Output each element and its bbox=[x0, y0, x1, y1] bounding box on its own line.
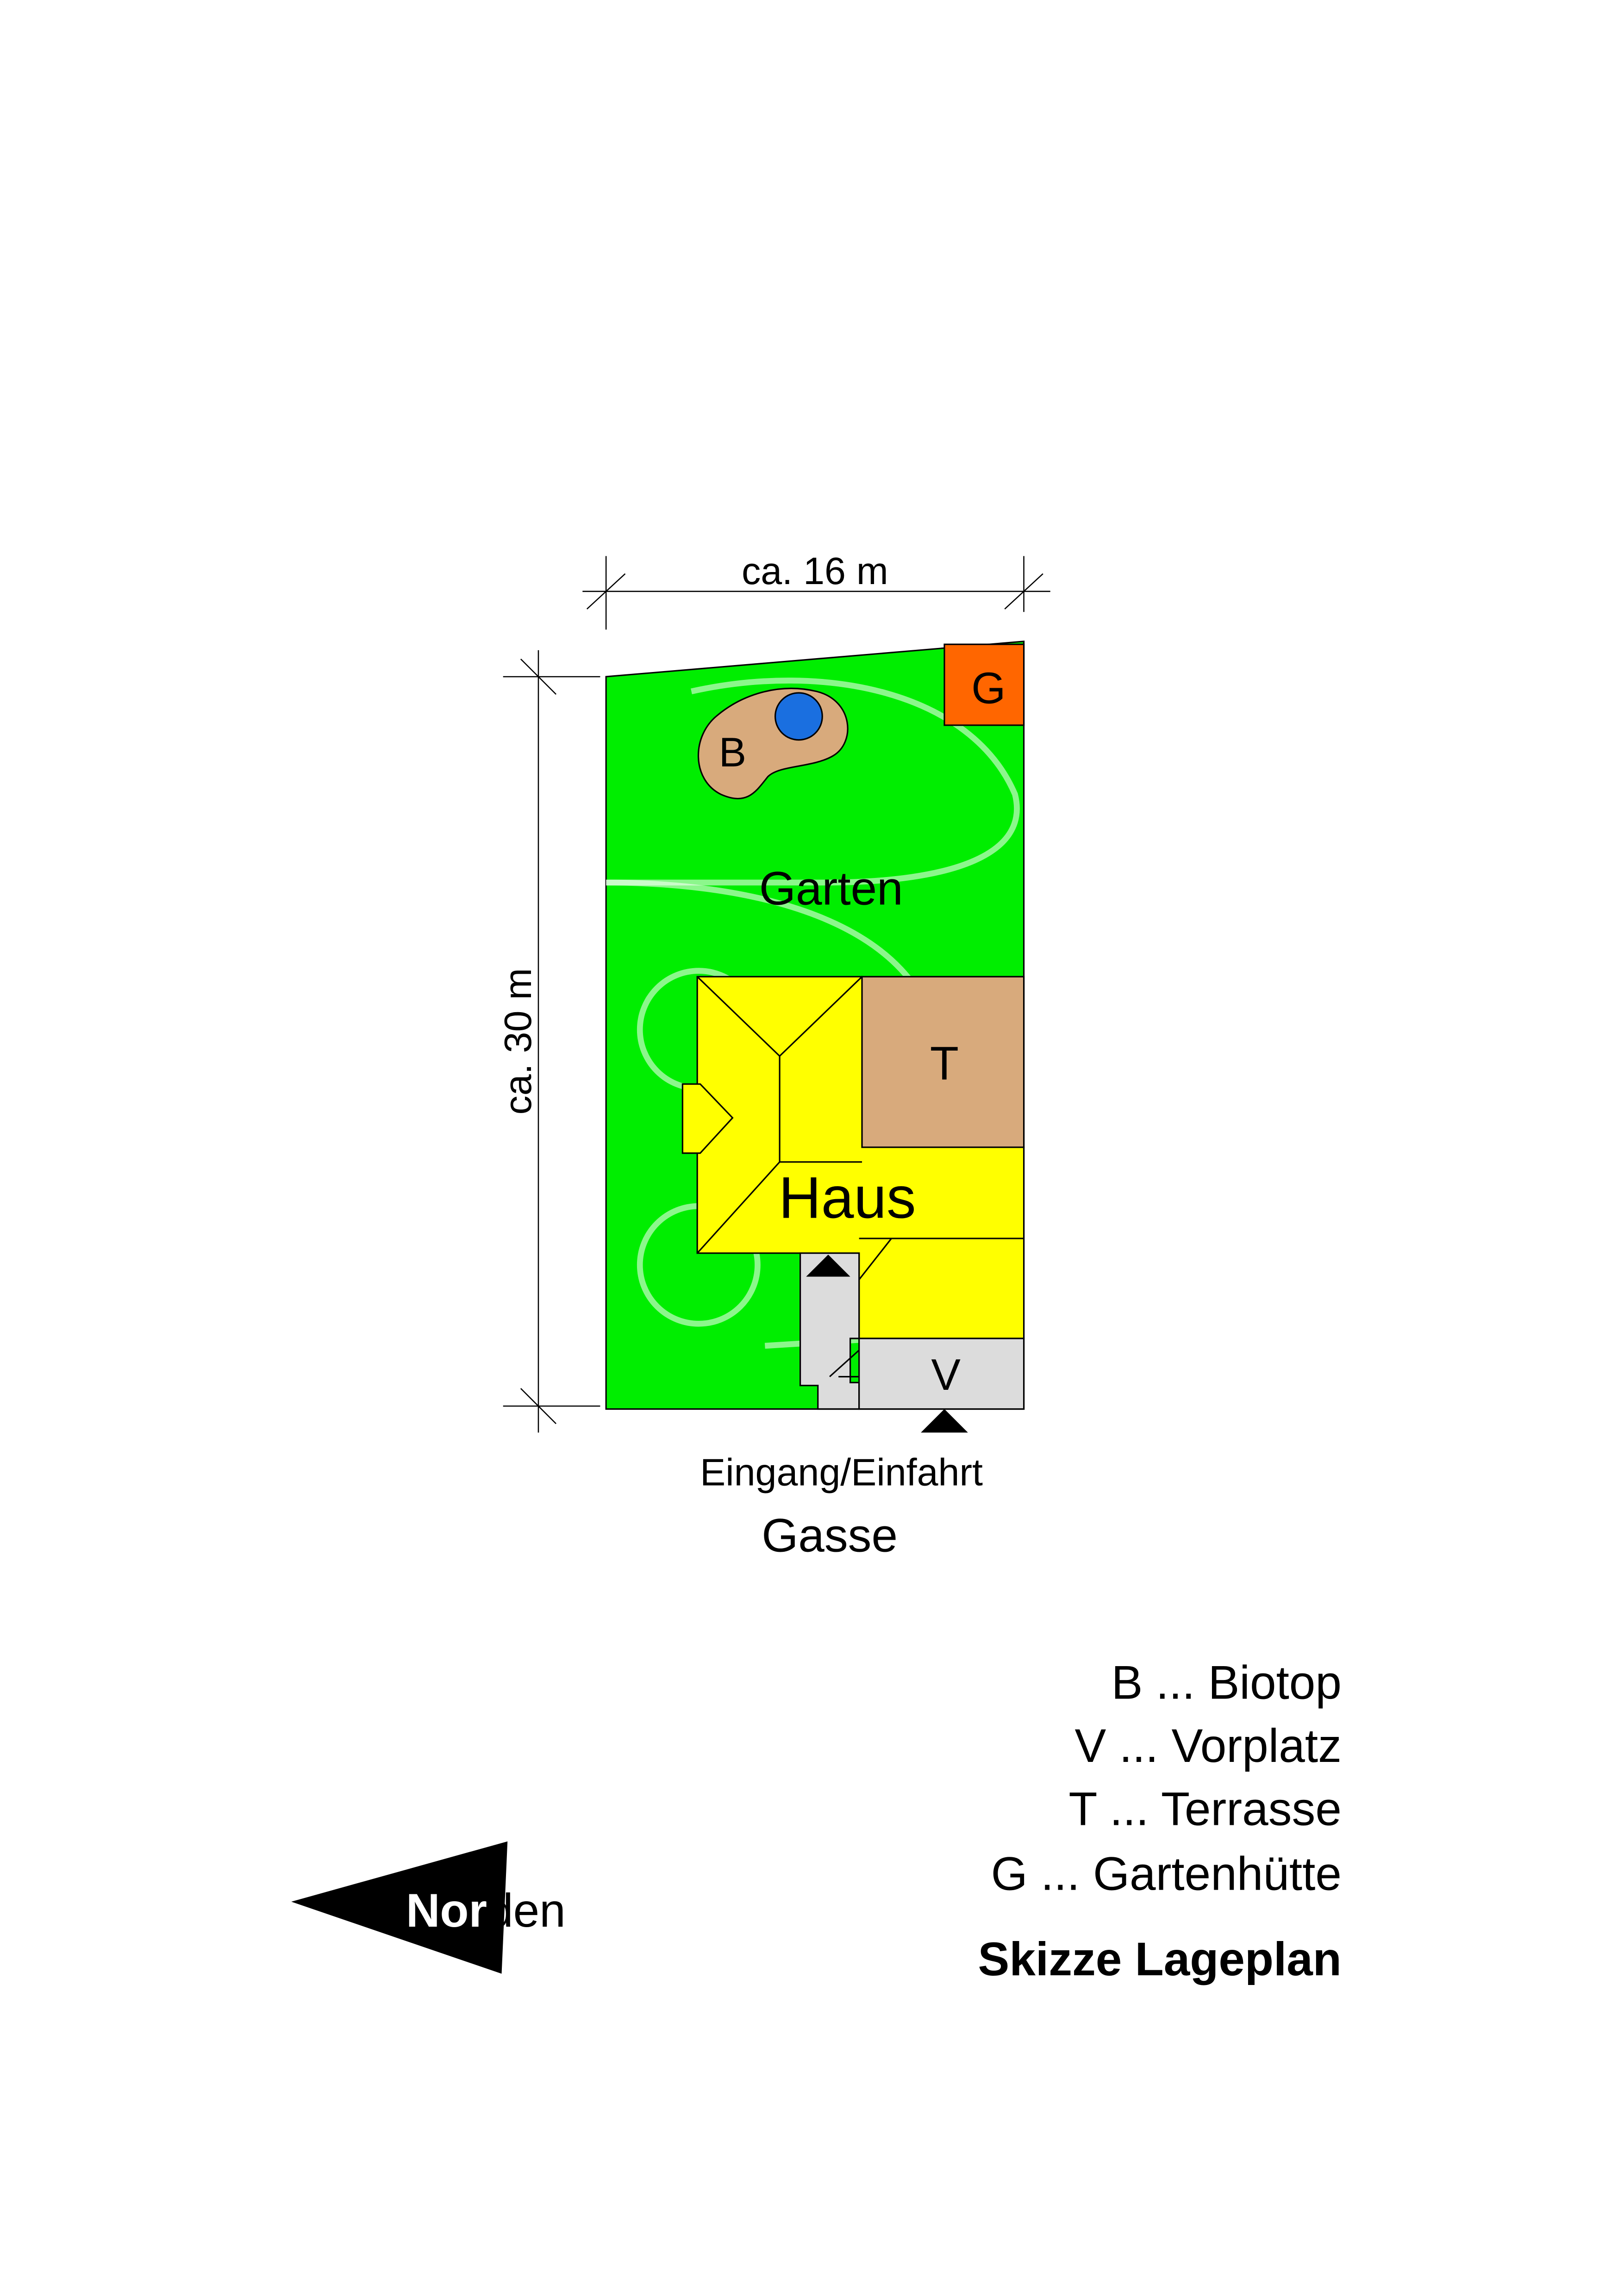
width-tick-right bbox=[1004, 573, 1043, 610]
swirl-line-top bbox=[606, 678, 1020, 886]
width-label: ca. 16 m bbox=[742, 549, 888, 592]
north-arrow-icon bbox=[291, 1841, 508, 1974]
terrace-area bbox=[861, 976, 1025, 1148]
north-label-bold: Nor bbox=[406, 1884, 487, 1937]
roof-hip-right bbox=[779, 976, 863, 1057]
roof-hip-left bbox=[697, 976, 781, 1057]
roof-lines bbox=[696, 976, 1024, 1280]
legend-item-biotop: B ... Biotop bbox=[1112, 1656, 1342, 1709]
step-lines bbox=[829, 1350, 860, 1378]
property-entrance-marker bbox=[921, 1409, 968, 1433]
north-arrow: Norden bbox=[291, 1841, 566, 1974]
street-label: Gasse bbox=[762, 1509, 898, 1562]
plan-title: Skizze Lageplan bbox=[978, 1933, 1342, 1985]
house-entrance-marker bbox=[806, 1254, 850, 1277]
pond bbox=[774, 692, 823, 741]
legend-item-vorplatz: V ... Vorplatz bbox=[1074, 1719, 1341, 1772]
step-line-1 bbox=[829, 1350, 860, 1377]
forecourt-label: V bbox=[931, 1350, 961, 1400]
roof-hip-annex bbox=[858, 1238, 892, 1280]
height-tick-bottom bbox=[520, 1388, 557, 1425]
house-side-bay bbox=[681, 1083, 734, 1154]
terrace-label: T bbox=[930, 1037, 959, 1090]
entrance-label: Eingang/Einfahrt bbox=[700, 1451, 983, 1494]
legend-item-gartenhuette: G ... Gartenhütte bbox=[991, 1848, 1342, 1900]
forecourt-area bbox=[858, 1338, 1025, 1410]
height-label: ca. 30 m bbox=[496, 968, 539, 1115]
legend-item-terrasse: T ... Terrasse bbox=[1068, 1783, 1342, 1836]
width-dimension bbox=[582, 556, 1050, 630]
forecourt bbox=[799, 1252, 1025, 1410]
height-tick-top bbox=[520, 659, 557, 695]
garden-label: Garten bbox=[759, 862, 903, 915]
house-label: Haus bbox=[779, 1164, 916, 1230]
biotope-label: B bbox=[719, 729, 746, 775]
width-tick-left bbox=[586, 573, 626, 610]
garden-shed bbox=[943, 643, 1025, 726]
height-dimension bbox=[503, 650, 600, 1433]
legend: B ... Biotop V ... Vorplatz T ... Terras… bbox=[978, 1656, 1342, 1985]
shed-label: G bbox=[971, 664, 1006, 713]
north-label-rest: den bbox=[487, 1884, 566, 1937]
roof-hip-lower-left bbox=[696, 1161, 781, 1254]
north-arrow-label: Norden bbox=[406, 1884, 566, 1937]
